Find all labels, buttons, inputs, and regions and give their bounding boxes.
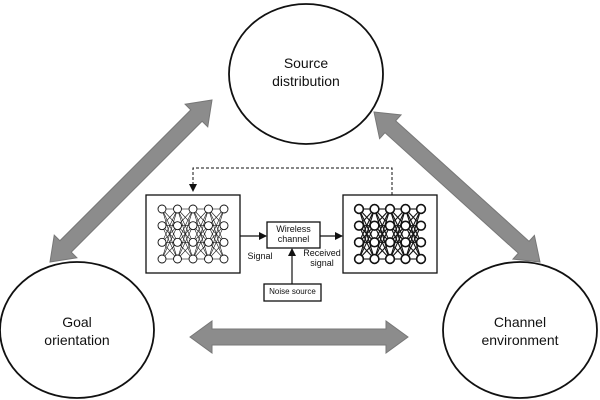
receiver-connection xyxy=(389,208,406,243)
transmitter-neural-network-icon xyxy=(157,204,229,264)
receiver-neuron xyxy=(353,237,365,248)
transmitter-connection xyxy=(208,208,225,243)
transmitter-neuron xyxy=(188,254,198,264)
transmitter-connection xyxy=(161,208,178,243)
receiver-connection xyxy=(374,208,391,243)
transmitter-connection xyxy=(161,225,178,260)
transmitter-neuron xyxy=(188,221,198,231)
receiver-neuron xyxy=(400,253,411,265)
transmitter-neuron xyxy=(173,204,182,214)
source-distribution-circle xyxy=(228,3,384,145)
signal-label: Signal xyxy=(240,251,280,262)
received-label-line2: signal xyxy=(310,257,334,268)
receiver-neuron xyxy=(384,253,396,265)
transmitter-connection xyxy=(177,225,194,260)
wireless-label-line2: channel xyxy=(277,234,310,245)
goal-orientation-circle xyxy=(0,261,155,399)
transmitter-neuron xyxy=(157,221,167,231)
receiver-neuron xyxy=(415,220,427,231)
noise-source-text: Noise source xyxy=(269,287,316,296)
receiver-neural-network-icon xyxy=(353,203,427,265)
transmitter-neuron xyxy=(204,237,213,247)
goal-label-line1: Goal xyxy=(62,314,92,330)
receiver-connection xyxy=(404,208,422,260)
received-label-line1: Received xyxy=(303,248,341,258)
transmitter-neuron xyxy=(219,254,229,264)
receiver-connection xyxy=(374,225,391,260)
receiver-neuron xyxy=(369,220,380,231)
wireless-label-line1: Wireless xyxy=(276,224,311,234)
receiver-neuron xyxy=(384,220,396,231)
channel-environment-circle xyxy=(442,261,598,399)
transmitter-connection xyxy=(208,225,225,260)
goal-label-line2: orientation xyxy=(44,331,110,348)
receiver-neuron xyxy=(400,203,411,215)
transmitter-connection xyxy=(192,208,209,243)
receiver-connection xyxy=(389,225,406,260)
transmitter-connection xyxy=(192,208,209,260)
transmitter-connection xyxy=(192,225,209,260)
receiver-neuron xyxy=(384,237,396,248)
transmitter-neuron xyxy=(157,254,167,264)
goal-orientation-label: Goal orientation xyxy=(17,314,137,349)
receiver-neuron xyxy=(353,253,365,265)
wireless-channel-label: Wireless channel xyxy=(267,224,320,245)
source-label-line1: Source xyxy=(283,55,329,71)
receiver-neuron xyxy=(415,203,427,215)
source-distribution-label: Source distribution xyxy=(246,55,366,90)
transmitter-connection xyxy=(161,208,178,260)
transmitter-neuron xyxy=(157,237,167,247)
receiver-connection xyxy=(358,208,375,243)
receiver-neuron xyxy=(415,237,427,248)
channel-label-line1: Channel xyxy=(493,314,547,330)
channel-environment-label: Channel environment xyxy=(460,314,580,349)
transmitter-connection xyxy=(177,208,194,260)
receiver-connection xyxy=(358,208,376,260)
transmitter-neuron xyxy=(173,237,182,247)
transmitter-neuron xyxy=(219,237,229,247)
receiver-neuron xyxy=(353,220,365,231)
transmitter-neuron xyxy=(219,204,229,214)
receiver-neuron xyxy=(415,253,427,265)
receiver-neuron xyxy=(369,203,380,215)
feedback-dashed-line xyxy=(189,167,393,195)
receiver-neuron xyxy=(400,220,411,231)
transmitter-neuron xyxy=(173,254,182,264)
transmitter-neuron xyxy=(188,204,198,214)
receiver-connection xyxy=(358,225,375,260)
transmitter-neuron xyxy=(173,221,182,231)
receiver-neuron xyxy=(353,203,365,215)
transmitter-connection xyxy=(177,208,194,243)
noise-source-label: Noise source xyxy=(264,287,321,297)
receiver-connection xyxy=(389,208,407,260)
receiver-neuron xyxy=(369,253,380,265)
channel-label-line2: environment xyxy=(481,331,559,348)
transmitter-connection xyxy=(208,208,225,260)
receiver-connection xyxy=(373,208,391,260)
source-channel-double-arrow xyxy=(373,111,541,263)
source-label-line2: distribution xyxy=(272,72,340,89)
received-signal-label: Received signal xyxy=(300,248,344,269)
receiver-connection xyxy=(405,225,422,260)
transmitter-neuron xyxy=(157,204,167,214)
signal-text: Signal xyxy=(247,251,273,261)
transmitter-neuron xyxy=(219,221,229,231)
receiver-neuron xyxy=(400,237,411,248)
receiver-neuron xyxy=(384,203,396,215)
goal-channel-double-arrow xyxy=(189,320,409,354)
goal-source-double-arrow xyxy=(49,99,213,263)
receiver-neuron xyxy=(369,237,380,248)
transmitter-neuron xyxy=(204,254,213,264)
receiver-connection xyxy=(405,208,422,243)
transmitter-neuron xyxy=(188,237,198,247)
transmitter-neuron xyxy=(204,221,213,231)
transmitter-neuron xyxy=(204,204,213,214)
